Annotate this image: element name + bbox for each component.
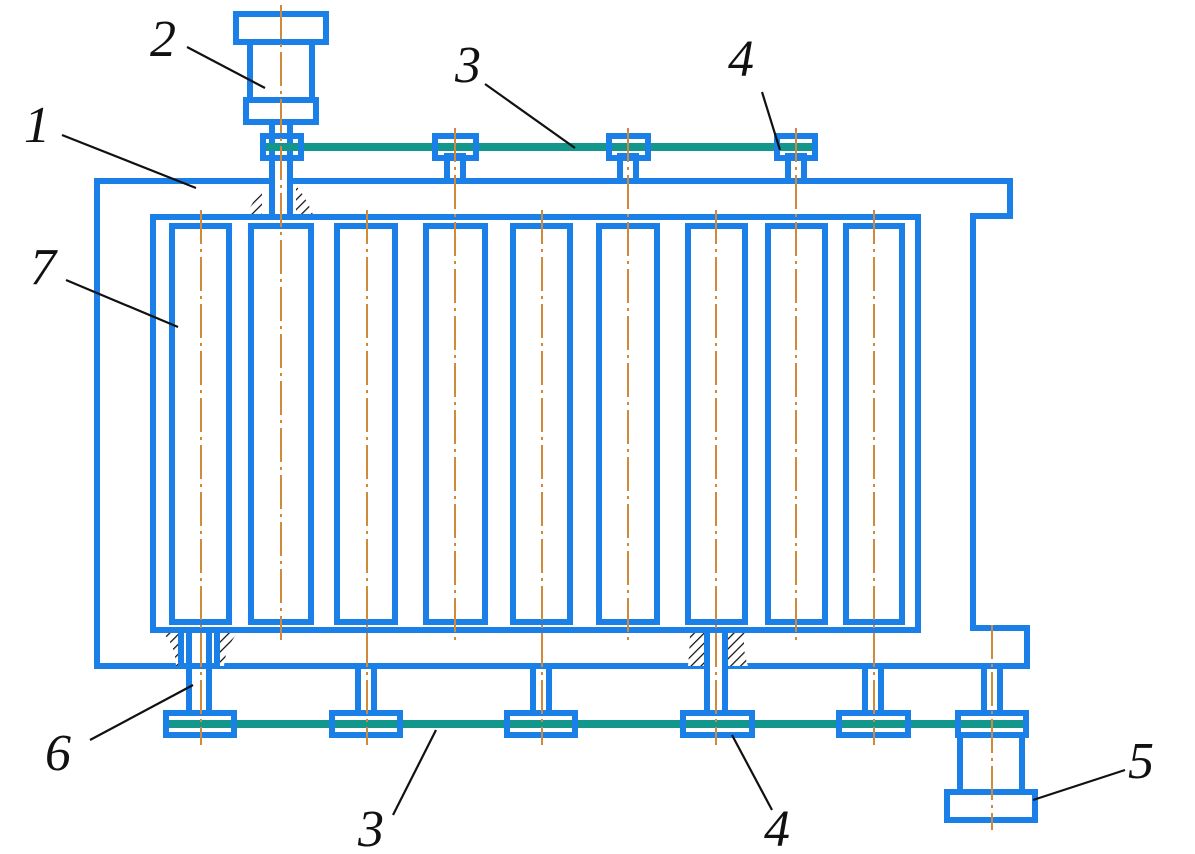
label-frame: 1 <box>24 97 50 154</box>
center-lines <box>200 5 993 830</box>
bottom-shafts <box>178 627 1003 716</box>
label-bearing-shaft: 6 <box>45 725 71 782</box>
leader-lines <box>61 46 1126 816</box>
label-bottom-sprocket: 4 <box>764 801 790 854</box>
sprocket <box>680 710 755 738</box>
top-bearing-hatch-left <box>244 186 262 217</box>
bearing-shaft <box>186 627 212 716</box>
bottom-bearing-hatch-left-2 <box>688 630 705 666</box>
label-roller: 7 <box>30 239 56 296</box>
main-frame <box>94 178 1030 669</box>
label-bottom-chain: 3 <box>358 801 384 854</box>
label-top-sprocket: 4 <box>728 31 754 88</box>
label-bottom-motor: 5 <box>1128 733 1154 790</box>
bottom-bearing-hatch-left-1 <box>158 630 183 666</box>
label-top-motor: 2 <box>150 11 176 68</box>
label-top-chain: 3 <box>455 37 481 94</box>
bottom-bearing-hatch-right-2 <box>728 630 748 666</box>
bottom-bearing-hatch-right-1 <box>218 630 240 666</box>
roller-frame <box>150 214 921 633</box>
top-bearing-hatch-right <box>296 186 314 217</box>
